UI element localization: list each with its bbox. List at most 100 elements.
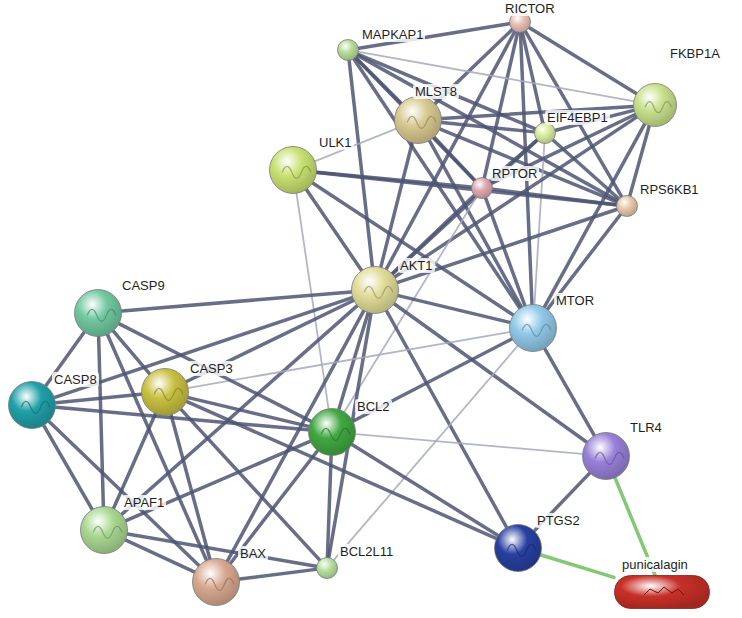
protein-node: MLST8 — [394, 96, 442, 144]
interaction-edge — [313, 183, 513, 315]
interaction-edge — [349, 61, 372, 266]
protein-node: CASP9 — [74, 289, 122, 337]
protein-node: ULK1 — [269, 146, 317, 194]
interaction-edge — [227, 311, 363, 561]
interaction-edge — [119, 324, 310, 421]
protein-node: RPS6KB1 — [616, 195, 638, 217]
interaction-edge — [56, 394, 141, 402]
protein-node: EIF4EBP1 — [534, 122, 556, 144]
structure-sketch — [595, 452, 624, 464]
interaction-edge — [189, 332, 510, 388]
node-label: punicalagin — [620, 557, 690, 572]
interaction-edge — [231, 451, 318, 563]
node-circle — [142, 369, 189, 416]
interaction-edge — [442, 122, 534, 131]
protein-node: PTGS2 — [494, 524, 542, 572]
interaction-edge — [187, 300, 354, 381]
node-shape — [80, 506, 128, 554]
node-shape — [509, 304, 557, 352]
node-circle — [317, 558, 338, 579]
interaction-edge — [440, 129, 617, 202]
interaction-edge — [307, 190, 362, 270]
node-shape — [337, 39, 359, 61]
node-circle — [309, 409, 356, 456]
node-label: RPTOR — [490, 166, 539, 181]
interaction-edge — [334, 346, 517, 559]
protein-node: AKT1 — [351, 266, 399, 314]
protein-node: BAX — [192, 558, 240, 606]
molecule-sketch — [644, 587, 684, 595]
node-shape — [316, 557, 338, 579]
interaction-edge — [493, 189, 616, 204]
structure-sketch — [321, 428, 350, 440]
node-shape — [582, 432, 630, 480]
protein-node: RICTOR — [509, 11, 531, 33]
node-label: BCL2L11 — [338, 544, 395, 559]
interaction-edge — [317, 173, 616, 205]
interaction-edge — [398, 209, 617, 282]
node-circle — [9, 382, 56, 429]
node-shape — [269, 146, 317, 194]
structure-sketch — [522, 324, 551, 336]
interaction-edge — [395, 117, 637, 277]
node-shape — [141, 368, 189, 416]
protein-node: APAF1 — [80, 506, 128, 554]
interaction-edge — [122, 306, 357, 514]
interaction-edge — [356, 434, 582, 454]
structure-sketch — [205, 578, 234, 590]
protein-node: BCL2 — [308, 408, 356, 456]
node-label: AKT1 — [398, 258, 435, 273]
interaction-edge — [359, 24, 509, 48]
protein-node: MAPKAP1 — [337, 39, 359, 61]
node-shape — [8, 381, 56, 429]
protein-node: RPTOR — [471, 177, 493, 199]
node-label: CASP9 — [120, 278, 167, 293]
node-circle — [193, 559, 240, 606]
node-circle — [634, 84, 677, 127]
interaction-edge — [240, 569, 316, 579]
node-label: ULK1 — [317, 135, 354, 150]
node-circle — [495, 525, 542, 572]
interaction-edge — [541, 555, 614, 577]
node-shape — [494, 524, 542, 572]
interaction-edge — [352, 445, 497, 536]
node-label: MLST8 — [413, 84, 459, 99]
structure-sketch — [282, 166, 311, 178]
node-shape — [614, 575, 710, 609]
structure-sketch — [154, 388, 183, 400]
node-circle — [352, 267, 399, 314]
protein-node: CASP3 — [141, 368, 189, 416]
node-shape — [308, 408, 356, 456]
node-circle — [583, 433, 630, 480]
node-label: RICTOR — [503, 1, 557, 16]
node-shape — [534, 122, 556, 144]
node-label: FKBP1A — [668, 46, 722, 61]
node-circle — [535, 123, 556, 144]
interaction-edge — [535, 473, 590, 530]
node-shape — [633, 83, 677, 127]
node-circle — [510, 305, 557, 352]
protein-node: TLR4 — [582, 432, 630, 480]
node-label: EIF4EBP1 — [545, 110, 610, 125]
structure-sketch — [21, 401, 50, 413]
structure-sketch — [507, 544, 536, 556]
interaction-edge — [114, 414, 156, 508]
interaction-edge — [315, 129, 395, 161]
node-shape — [471, 177, 493, 199]
node-label: BAX — [238, 546, 268, 561]
interaction-edge — [187, 402, 496, 539]
interaction-edge — [359, 52, 634, 101]
compound-shape — [615, 576, 710, 609]
node-label: APAF1 — [122, 495, 166, 510]
node-label: PTGS2 — [535, 513, 582, 528]
node-shape — [351, 266, 399, 314]
interaction-edge — [327, 456, 331, 557]
node-circle — [270, 147, 317, 194]
node-shape — [616, 195, 638, 217]
node-circle — [617, 196, 638, 217]
protein-node: CASP8 — [8, 381, 56, 429]
node-label: TLR4 — [628, 420, 664, 435]
structure-sketch — [93, 526, 122, 538]
node-label: CASP3 — [188, 361, 235, 376]
